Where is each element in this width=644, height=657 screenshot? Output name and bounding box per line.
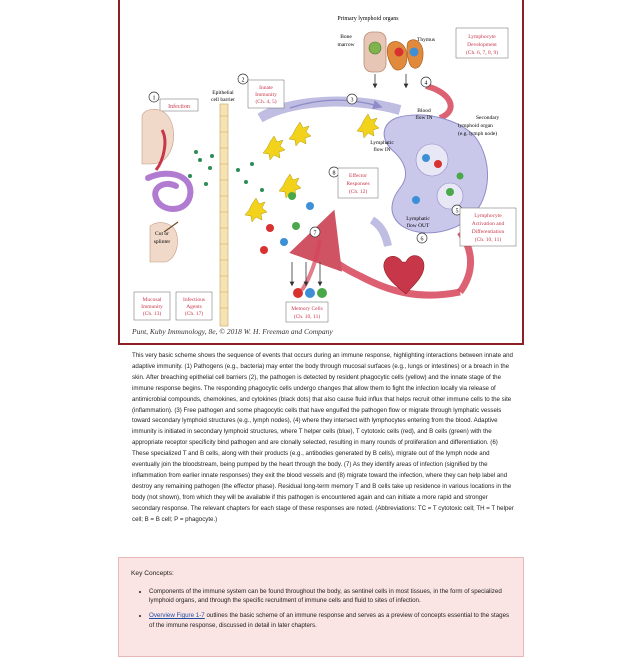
- step-7: 7: [309, 226, 321, 238]
- head-silhouette-icon: [141, 108, 174, 171]
- lymph-dev-label-1: Lymphocyte: [468, 34, 496, 40]
- infectious-label-2: Agents: [186, 304, 202, 310]
- activation-label-3: Differentiation: [472, 228, 505, 235]
- activation-label-2: Activation and: [472, 221, 505, 227]
- svg-text:4: 4: [425, 81, 428, 87]
- secondary-label-2: lymphoid organ: [458, 123, 493, 129]
- step-3: 3: [346, 93, 358, 105]
- svg-text:2: 2: [242, 78, 245, 84]
- secondary-label-1: Secondary: [476, 115, 499, 121]
- innate-immunity-box: [247, 79, 285, 109]
- heart-icon: [383, 255, 425, 295]
- figure-credit: Punt, Kuby Immunology, 8e, © 2018 W. H. …: [132, 327, 333, 336]
- effector-label-1: Effector: [349, 172, 367, 179]
- lymphocyte-development-box: [455, 27, 509, 59]
- immune-response-diagram: Primary lymphoid organs Bone marrow Thym…: [133, 16, 517, 327]
- memory-cell-icons: [289, 262, 327, 298]
- step-4: 4: [420, 76, 432, 88]
- memory-label-1: Memory Cells: [291, 306, 323, 312]
- mucosal-label-2: Immunity: [141, 304, 163, 310]
- infectious-agents-box: [175, 291, 213, 321]
- memory-label-2: (Ch. 10, 11): [294, 313, 321, 320]
- blood-in-label-2: flow IN: [415, 114, 432, 121]
- key-concept-item: Components of the immune system can be f…: [149, 587, 511, 605]
- cut-label-1: Cut or: [155, 231, 169, 237]
- lymphatic-vessel: [257, 96, 402, 247]
- epithelial-label-1: Epithelial: [212, 90, 234, 96]
- effector-label-3: (Ch. 12): [349, 188, 368, 195]
- infection-box: [159, 98, 199, 112]
- mucosal-label-1: Mucosal: [143, 297, 162, 303]
- innate-label-2: Immunity: [255, 92, 277, 98]
- key-concepts-list: Components of the immune system can be f…: [131, 587, 511, 630]
- activation-label-1: Lymphocyte: [474, 213, 502, 219]
- lymphatic-in-label-2: flow IN: [373, 146, 390, 153]
- svg-text:5: 5: [456, 209, 459, 215]
- key-concept-text: Components of the immune system can be f…: [149, 588, 502, 605]
- hand-splinter-icon: [149, 221, 179, 263]
- pathogen-cluster: [188, 150, 264, 192]
- figure-frame: Primary lymphoid organs Bone marrow Thym…: [118, 0, 524, 345]
- lymphatic-in-label-1: Lymphatic: [370, 140, 394, 146]
- infectious-label-1: Infectious: [183, 296, 205, 303]
- svg-text:8: 8: [333, 171, 336, 177]
- cut-label-2: splinter: [154, 239, 171, 245]
- epithelial-barrier: [219, 103, 229, 327]
- lymph-dev-label-2: Development: [467, 42, 497, 48]
- key-concepts-box: Key Concepts: Components of the immune s…: [118, 557, 524, 657]
- svg-text:3: 3: [351, 98, 354, 104]
- figure-caption: This very basic scheme shows the sequenc…: [132, 351, 514, 530]
- lymphatic-out-label-1: Lymphatic: [406, 216, 430, 222]
- bone-marrow-label: Bone: [340, 34, 352, 40]
- activation-label-4: (Ch. 10, 11): [475, 236, 502, 243]
- lymphatic-out-label-2: flow OUT: [407, 222, 430, 229]
- svg-text:6: 6: [421, 237, 424, 243]
- thymus-label: Thymus: [417, 37, 435, 43]
- memory-cells-box: [285, 301, 329, 323]
- overview-figure-link[interactable]: Overview Figure 1-7: [149, 612, 205, 620]
- blood-in-label-1: Blood: [417, 108, 431, 114]
- lymphocyte-activation-box: [459, 207, 517, 247]
- bone-marrow-icon: [363, 31, 387, 73]
- key-concept-text: outlines the basic scheme of an immune r…: [149, 612, 510, 629]
- phagocyte-cells: [244, 113, 380, 223]
- intestine-icon: [145, 170, 194, 212]
- step-6: 6: [416, 232, 428, 244]
- infectious-label-3: (Ch. 17): [185, 310, 204, 317]
- svg-text:7: 7: [314, 231, 317, 237]
- svg-text:1: 1: [153, 96, 156, 102]
- primary-lymphoid-label: Primary lymphoid organs: [337, 16, 399, 22]
- step-8: 8: [328, 166, 340, 178]
- step-markers: 1 2 3 4 5 6 7 8: [148, 73, 463, 244]
- effector-responses-box: [337, 167, 379, 199]
- primary-lymphoid-organs: Primary lymphoid organs Bone marrow Thym…: [337, 16, 509, 89]
- infection-label: Infection: [168, 103, 190, 110]
- key-concepts-title: Key Concepts:: [131, 570, 174, 577]
- key-concept-item: Overview Figure 1-7 outlines the basic s…: [149, 611, 511, 629]
- innate-label-3: (Ch. 4, 5): [255, 98, 276, 105]
- mucosal-immunity-box: [133, 291, 171, 321]
- effector-lymphocytes: [260, 192, 314, 254]
- step-2: 2: [237, 73, 249, 85]
- lymph-dev-label-3: (Ch. 6, 7, 8, 9): [466, 49, 498, 56]
- mucosal-label-3: (Ch. 13): [143, 310, 162, 317]
- thymus-icon: [386, 39, 424, 71]
- innate-label-1: Innate: [259, 85, 273, 91]
- blood-vessel: [289, 83, 475, 299]
- caption-paragraph: This very basic scheme shows the sequenc…: [132, 352, 514, 523]
- effector-label-2: Responses: [346, 181, 369, 187]
- step-1: 1: [148, 91, 160, 103]
- bone-marrow-label-2: marrow: [337, 42, 354, 48]
- epithelial-label-2: cell barrier: [211, 97, 235, 103]
- secondary-label-3: (e.g. lymph node): [458, 130, 497, 137]
- lymph-node: [383, 114, 488, 234]
